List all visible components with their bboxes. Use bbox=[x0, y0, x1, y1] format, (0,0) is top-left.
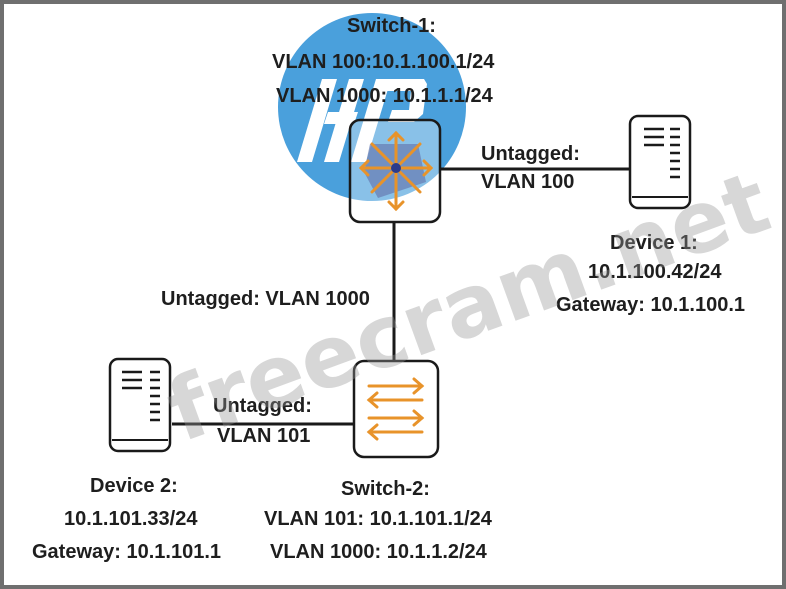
device2-gateway: Gateway: 10.1.101.1 bbox=[32, 541, 222, 563]
device1-name: Device 1: bbox=[610, 232, 698, 254]
switch2-switch-icon bbox=[352, 359, 440, 459]
switch1-router-icon bbox=[348, 118, 442, 224]
link-sw2-dev2-label-line2: VLAN 101 bbox=[217, 425, 311, 447]
device1-server-icon bbox=[628, 114, 692, 210]
switch1-name: Switch-1: bbox=[347, 15, 436, 37]
device2-ip: 10.1.101.33/24 bbox=[64, 508, 198, 530]
switch2-vlan1000: VLAN 1000: 10.1.1.2/24 bbox=[270, 541, 487, 563]
switch2-vlan101: VLAN 101: 10.1.101.1/24 bbox=[264, 508, 492, 530]
switch1-vlan100: VLAN 100:10.1.100.1/24 bbox=[272, 51, 495, 73]
device2-server-icon bbox=[108, 357, 172, 453]
device1-gateway: Gateway: 10.1.100.1 bbox=[556, 294, 746, 316]
device1-ip: 10.1.100.42/24 bbox=[588, 261, 722, 283]
link-sw2-dev2-label-line1: Untagged: bbox=[213, 395, 312, 417]
switch2-name: Switch-2: bbox=[341, 478, 430, 500]
link-sw1-dev1-label-line1: Untagged: bbox=[481, 143, 580, 165]
link-sw1-sw2-label: Untagged: VLAN 1000 bbox=[161, 288, 370, 310]
link-sw1-dev1-label-line2: VLAN 100 bbox=[481, 171, 575, 193]
device2-name: Device 2: bbox=[90, 475, 178, 497]
switch1-vlan1000: VLAN 1000: 10.1.1.1/24 bbox=[276, 85, 493, 107]
diagram-shapes bbox=[108, 114, 692, 459]
